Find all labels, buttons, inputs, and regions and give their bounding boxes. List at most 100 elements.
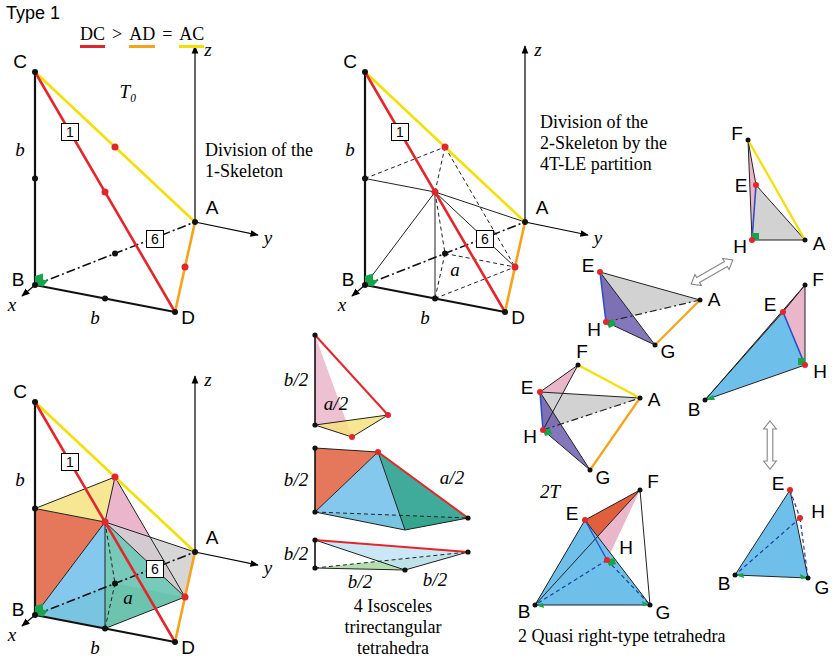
dimension-label: x <box>8 294 16 316</box>
isosceles-tetrahedra <box>315 415 388 437</box>
callout-number: 6 <box>476 230 494 249</box>
piece-ehbg <box>733 573 738 578</box>
isosceles-tetrahedra <box>315 415 388 437</box>
piece-fehb <box>780 309 786 315</box>
vertex-label: A <box>536 197 549 219</box>
vertex-label: A <box>648 389 661 411</box>
piece-quasi <box>582 517 588 523</box>
piece-2t <box>588 468 593 473</box>
piece-ehbg <box>735 490 808 578</box>
callout-text: 6 <box>481 231 489 248</box>
piece-feha <box>746 138 808 244</box>
relation-symbol: = <box>162 24 172 45</box>
vertex-label: H <box>587 319 601 341</box>
dimension-label: b <box>15 469 25 491</box>
vertex-label: C <box>13 51 27 73</box>
caption-text: 2 Quasi right-type tetrahedra <box>518 626 725 647</box>
vertex-label: E <box>566 503 579 525</box>
skeleton-partition <box>352 46 588 315</box>
isosceles-tetrahedra <box>315 512 468 568</box>
vertex-label: A <box>813 233 826 255</box>
hollow-double-arrow <box>688 254 776 469</box>
piece-feha <box>752 185 756 240</box>
vertex-label: D <box>511 307 525 329</box>
piece-quasi <box>533 488 653 609</box>
piece-ehag <box>600 272 606 322</box>
vertex-label: C <box>343 51 357 73</box>
piece-quasi <box>535 560 650 605</box>
piece-2t <box>540 392 543 430</box>
piece-fehb <box>705 285 805 400</box>
dimension-label: T₀ <box>119 81 136 103</box>
isosceles-tetrahedra <box>349 434 355 440</box>
face-partition <box>35 477 115 522</box>
vertex-label: B <box>718 573 731 595</box>
piece-ehbg <box>797 515 803 521</box>
vertex-label: F <box>576 341 588 363</box>
legend-entry: AD <box>129 24 155 48</box>
piece-2t <box>540 365 640 470</box>
isosceles-tetrahedra <box>402 567 407 572</box>
dimension-label: a/2 <box>324 393 348 415</box>
vertex-label: B <box>12 269 25 291</box>
piece-2t <box>543 398 640 430</box>
vertex-label: E <box>521 377 534 399</box>
piece-feha <box>753 182 759 188</box>
dimension-label: 2T <box>540 481 560 503</box>
piece-ehbg <box>735 490 808 578</box>
piece-ehag <box>600 272 700 345</box>
skeleton-partition <box>365 179 525 299</box>
vertex-label: E <box>735 175 748 197</box>
isosceles-tetrahedra <box>312 509 317 514</box>
piece-feha <box>748 140 805 240</box>
vertex-label: B <box>688 399 701 421</box>
vertex-label: E <box>772 473 785 495</box>
piece-fehb <box>803 283 808 288</box>
isosceles-tetrahedra <box>315 335 468 552</box>
callout-text: 1 <box>66 124 74 141</box>
piece-fehb <box>783 312 805 365</box>
edge-order-legend: DCADAC>= <box>80 24 204 48</box>
dimension-label: b <box>420 307 430 329</box>
piece-quasi <box>535 520 650 605</box>
dimension-label: a/2 <box>440 467 464 489</box>
vertex-label: G <box>661 341 676 363</box>
face-partition <box>105 522 195 597</box>
dimension-label: z <box>534 39 541 61</box>
isosceles-tetrahedra <box>315 540 468 570</box>
isosceles-tetrahedra <box>312 332 317 337</box>
caption-text: Division of the 1-Skeleton <box>205 140 337 182</box>
isosceles-tetrahedra <box>314 335 316 568</box>
dimension-label: x <box>338 294 346 316</box>
piece-feha <box>803 238 808 243</box>
piece-quasi <box>535 490 650 605</box>
isosceles-tetrahedra <box>349 412 391 455</box>
vertex-label: A <box>206 197 219 219</box>
callout-number: 6 <box>146 560 164 579</box>
legend-underline <box>179 45 204 48</box>
callout-text: 1 <box>396 124 404 141</box>
hollow-double-arrow <box>764 421 777 469</box>
vertex-label: G <box>656 602 671 624</box>
dimension-label: b <box>345 139 355 161</box>
vertex-label: F <box>812 269 824 291</box>
piece-ehag <box>606 300 700 322</box>
isosceles-tetrahedra <box>312 422 317 427</box>
isosceles-tetrahedra <box>315 448 468 530</box>
piece-feha <box>746 138 751 143</box>
dimension-label: b <box>90 307 100 329</box>
vertex-label: B <box>342 269 355 291</box>
relation-symbol: > <box>112 24 122 45</box>
piece-ehag <box>597 269 703 348</box>
isosceles-tetrahedra <box>314 540 316 568</box>
face-partition <box>22 376 258 645</box>
dimension-label: a <box>123 587 133 609</box>
isosceles-tetrahedra <box>312 565 317 570</box>
piece-ehag <box>603 319 609 325</box>
legend-text: AD <box>129 24 155 45</box>
isosceles-tetrahedra <box>465 549 470 554</box>
face-partition <box>35 509 105 616</box>
isosceles-tetrahedra <box>314 335 316 425</box>
vertex-label: H <box>733 236 747 258</box>
